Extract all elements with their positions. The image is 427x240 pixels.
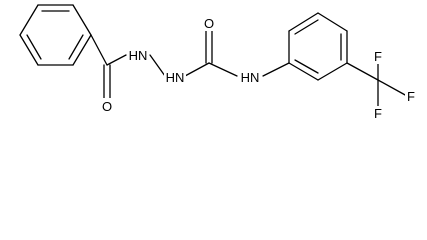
bond (317, 12, 348, 32)
bond (377, 79, 408, 97)
bond (106, 54, 127, 66)
bond (288, 62, 319, 81)
bond (346, 62, 379, 81)
bond (90, 34, 108, 66)
bond (184, 62, 210, 77)
bond (19, 34, 39, 66)
atom-f3: F (374, 106, 382, 121)
bond (294, 19, 319, 35)
bond (72, 4, 92, 36)
atom-f2: F (407, 89, 415, 104)
bond (68, 34, 84, 60)
atom-nh2: HN (166, 70, 185, 85)
bond (149, 54, 166, 77)
bond (72, 34, 92, 66)
bond (317, 62, 348, 81)
atom-nh1: HN (129, 48, 148, 63)
bond (26, 34, 42, 60)
bond (288, 12, 319, 32)
bonds (19, 4, 408, 107)
atom-nh3: HN (241, 70, 260, 85)
atom-o-benzoyl: O (102, 99, 112, 114)
atom-o-urea: O (204, 16, 214, 31)
structural-formula: HN HN HN O O F F F (19, 4, 417, 121)
bond (262, 62, 290, 77)
bond (208, 62, 238, 77)
atom-f1: F (374, 49, 382, 64)
atom-labels: HN HN HN O O F F F (100, 15, 417, 121)
bond (294, 59, 319, 74)
bond (19, 4, 39, 36)
